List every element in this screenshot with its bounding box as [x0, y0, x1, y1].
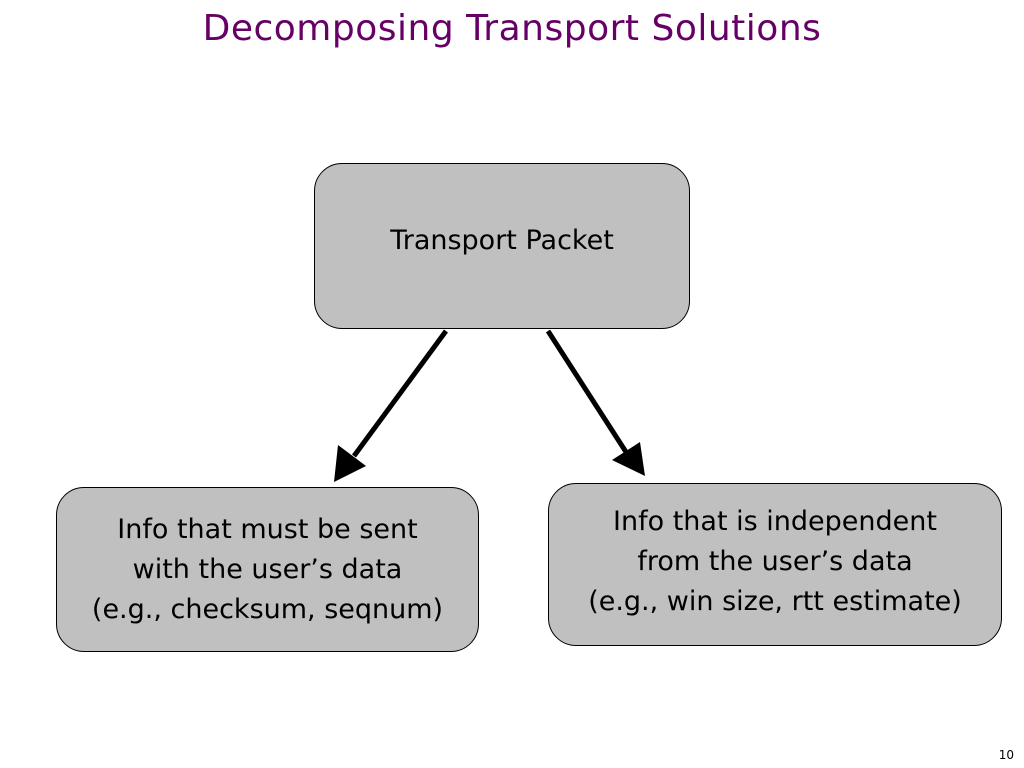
- transport-packet-node: Transport Packet: [314, 163, 690, 329]
- page-number: 10: [998, 748, 1014, 762]
- independent-info-line-1: Info that is independent: [613, 505, 937, 537]
- independent-info-node: Info that is independent from the user’s…: [548, 483, 1002, 646]
- user-data-info-node: Info that must be sent with the user’s d…: [56, 487, 479, 652]
- arrow-to-left-node: [334, 329, 449, 482]
- user-data-info-line-2: with the user’s data: [132, 553, 403, 585]
- user-data-info-line-1: Info that must be sent: [117, 513, 418, 545]
- user-data-info-line-3: (e.g., checksum, seqnum): [91, 593, 444, 625]
- slide-title: Decomposing Transport Solutions: [202, 8, 822, 49]
- independent-info-line-2: from the user’s data: [637, 545, 913, 577]
- arrow-to-right-node: [545, 329, 645, 476]
- transport-packet-label: Transport Packet: [390, 225, 614, 256]
- independent-info-line-3: (e.g., win size, rtt estimate): [588, 585, 962, 617]
